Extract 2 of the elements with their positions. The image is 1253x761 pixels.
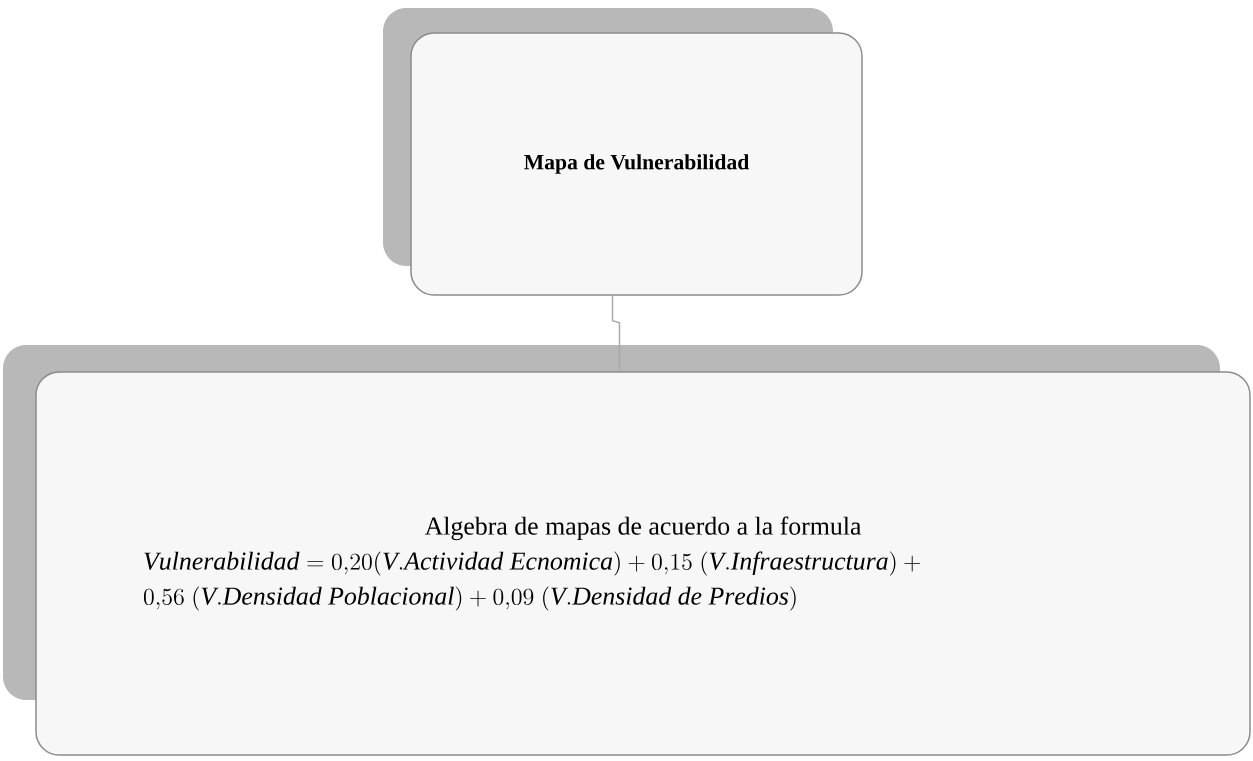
process-box: Mapa de Vulnerabilidad (410, 32, 863, 296)
process-box: Algebra de mapas de acuerdo a la formula $\mathit{Vulnerabilidad} = 0{,}20(\mathit{V.Actividad\ Ecnomica}) + 0{,}15\ (\mathit{V.Infraestructura}) + \ 0{,}56\ (\mathit{V.Densidad\ Poblacional}) + 0{,}09\ (\mathit{V.Densidad\ de\ Predios})$ (35, 371, 1251, 756)
